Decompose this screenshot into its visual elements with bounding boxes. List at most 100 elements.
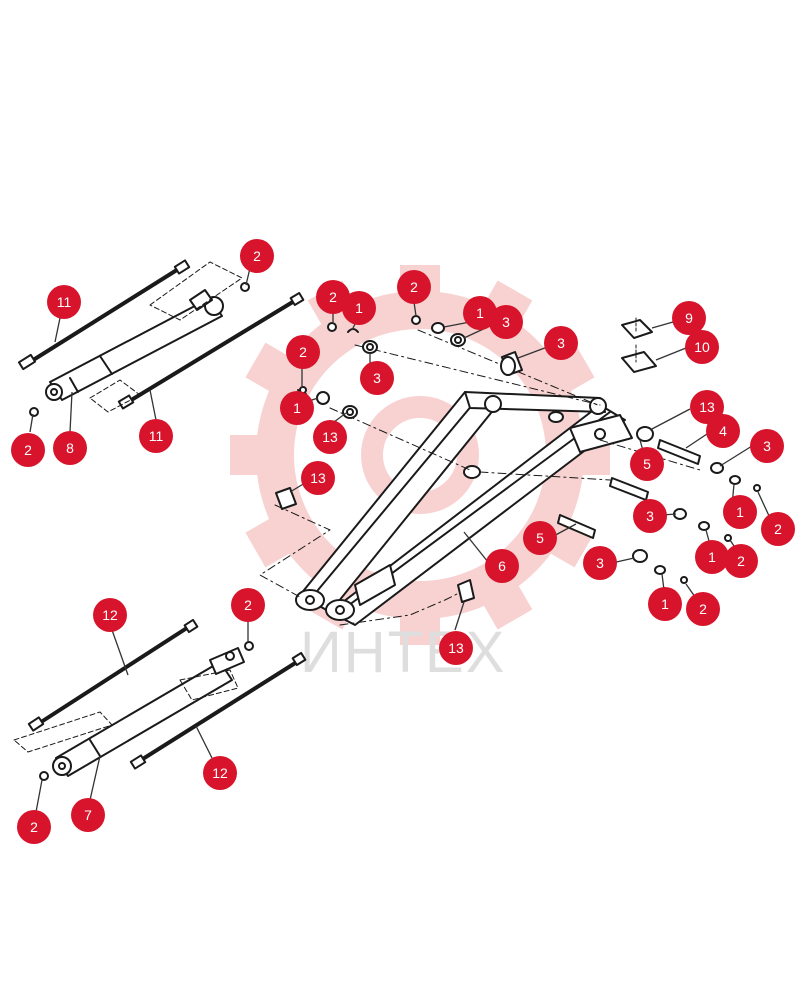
callout-circle: [11, 433, 45, 467]
callout-number: 3: [373, 370, 381, 386]
gear-tooth: [400, 605, 440, 645]
callout-13: 13: [439, 631, 473, 665]
callout-12: 12: [203, 756, 237, 790]
callout-number: 3: [596, 555, 604, 571]
callout-13: 13: [690, 390, 724, 424]
callout-2: 2: [686, 592, 720, 626]
callout-number: 13: [448, 640, 464, 656]
callout-6: 6: [485, 549, 519, 583]
callout-4: 4: [706, 414, 740, 448]
callout-number: 6: [498, 558, 506, 574]
callout-circle: [360, 361, 394, 395]
nut-icon: [39, 771, 49, 781]
callout-2: 2: [316, 280, 350, 314]
callout-number: 11: [57, 294, 72, 310]
callout-circle: [544, 326, 578, 360]
gear-tooth: [230, 435, 270, 475]
callout-circle: [630, 447, 664, 481]
gear-tooth: [245, 512, 301, 568]
callout-13: 13: [301, 461, 335, 495]
callout-circle: [280, 391, 314, 425]
callout-number: 7: [84, 807, 92, 823]
callout-number: 2: [299, 344, 307, 360]
callout-circle: [690, 390, 724, 424]
callout-circle: [672, 301, 706, 335]
callout-number: 2: [774, 521, 782, 537]
callout-number: 12: [102, 607, 118, 623]
callout-1: 1: [695, 540, 729, 574]
callout-10: 10: [685, 330, 719, 364]
callout-7: 7: [71, 798, 105, 832]
callout-5: 5: [630, 447, 664, 481]
callout-11: 11: [139, 419, 173, 453]
nut-icon: [240, 282, 250, 292]
callout-circle: [342, 291, 376, 325]
nut-icon: [244, 641, 254, 651]
gear-tooth: [245, 342, 301, 398]
callout-circle: [397, 270, 431, 304]
callout-circle: [489, 305, 523, 339]
callout-2: 2: [17, 810, 51, 844]
callout-number: 1: [355, 300, 363, 316]
callout-3: 3: [489, 305, 523, 339]
callout-circle: [313, 420, 347, 454]
bushing-bottom: [457, 579, 475, 603]
callout-number: 1: [476, 305, 484, 321]
callout-number: 5: [536, 530, 544, 546]
callout-circle: [633, 499, 667, 533]
bushing-left: [275, 487, 297, 510]
callout-circle: [706, 414, 740, 448]
callout-number: 12: [212, 765, 228, 781]
callout-circle: [71, 798, 105, 832]
callout-number: 3: [763, 438, 771, 454]
callout-circle: [685, 330, 719, 364]
leader-lines: [29, 267, 771, 813]
reference-outline-upper: [89, 261, 243, 413]
line-art: [13, 259, 761, 781]
callout-circle: [485, 549, 519, 583]
callout-circle: [203, 756, 237, 790]
hydraulic-cylinder-upper: [45, 289, 224, 401]
nut-icon: [29, 407, 39, 417]
callout-3: 3: [633, 499, 667, 533]
callout-number: 1: [736, 504, 744, 520]
reference-outline-lower: [13, 669, 239, 753]
callout-3: 3: [544, 326, 578, 360]
callout-number: 13: [322, 429, 338, 445]
callout-9: 9: [672, 301, 706, 335]
callout-circle: [583, 546, 617, 580]
callout-circle: [53, 431, 87, 465]
callout-1: 1: [723, 495, 757, 529]
callout-number: 3: [646, 508, 654, 524]
callout-1: 1: [280, 391, 314, 425]
callout-13: 13: [313, 420, 347, 454]
callout-1: 1: [648, 587, 682, 621]
callout-number: 5: [643, 456, 651, 472]
callout-circle: [695, 540, 729, 574]
callout-number: 10: [694, 339, 710, 355]
callout-number: 2: [410, 279, 418, 295]
callout-circle: [648, 587, 682, 621]
callout-circle: [47, 285, 81, 319]
callout-circle: [139, 419, 173, 453]
callout-number: 2: [329, 289, 337, 305]
boom-frame: [295, 391, 633, 626]
callout-number: 1: [293, 400, 301, 416]
callout-2: 2: [11, 433, 45, 467]
callout-2: 2: [761, 512, 795, 546]
callout-number: 2: [30, 819, 38, 835]
callout-number: 4: [719, 423, 727, 439]
callout-circle: [723, 495, 757, 529]
callout-2: 2: [397, 270, 431, 304]
callout-number: 1: [661, 596, 669, 612]
callout-circle: [724, 544, 758, 578]
callout-number: 1: [708, 549, 716, 565]
callout-number: 2: [253, 248, 261, 264]
callout-circle: [523, 521, 557, 555]
callout-number: 2: [244, 597, 252, 613]
hydraulic-hose-upper-left: [17, 259, 191, 371]
callout-circle: [301, 461, 335, 495]
callout-3: 3: [360, 361, 394, 395]
